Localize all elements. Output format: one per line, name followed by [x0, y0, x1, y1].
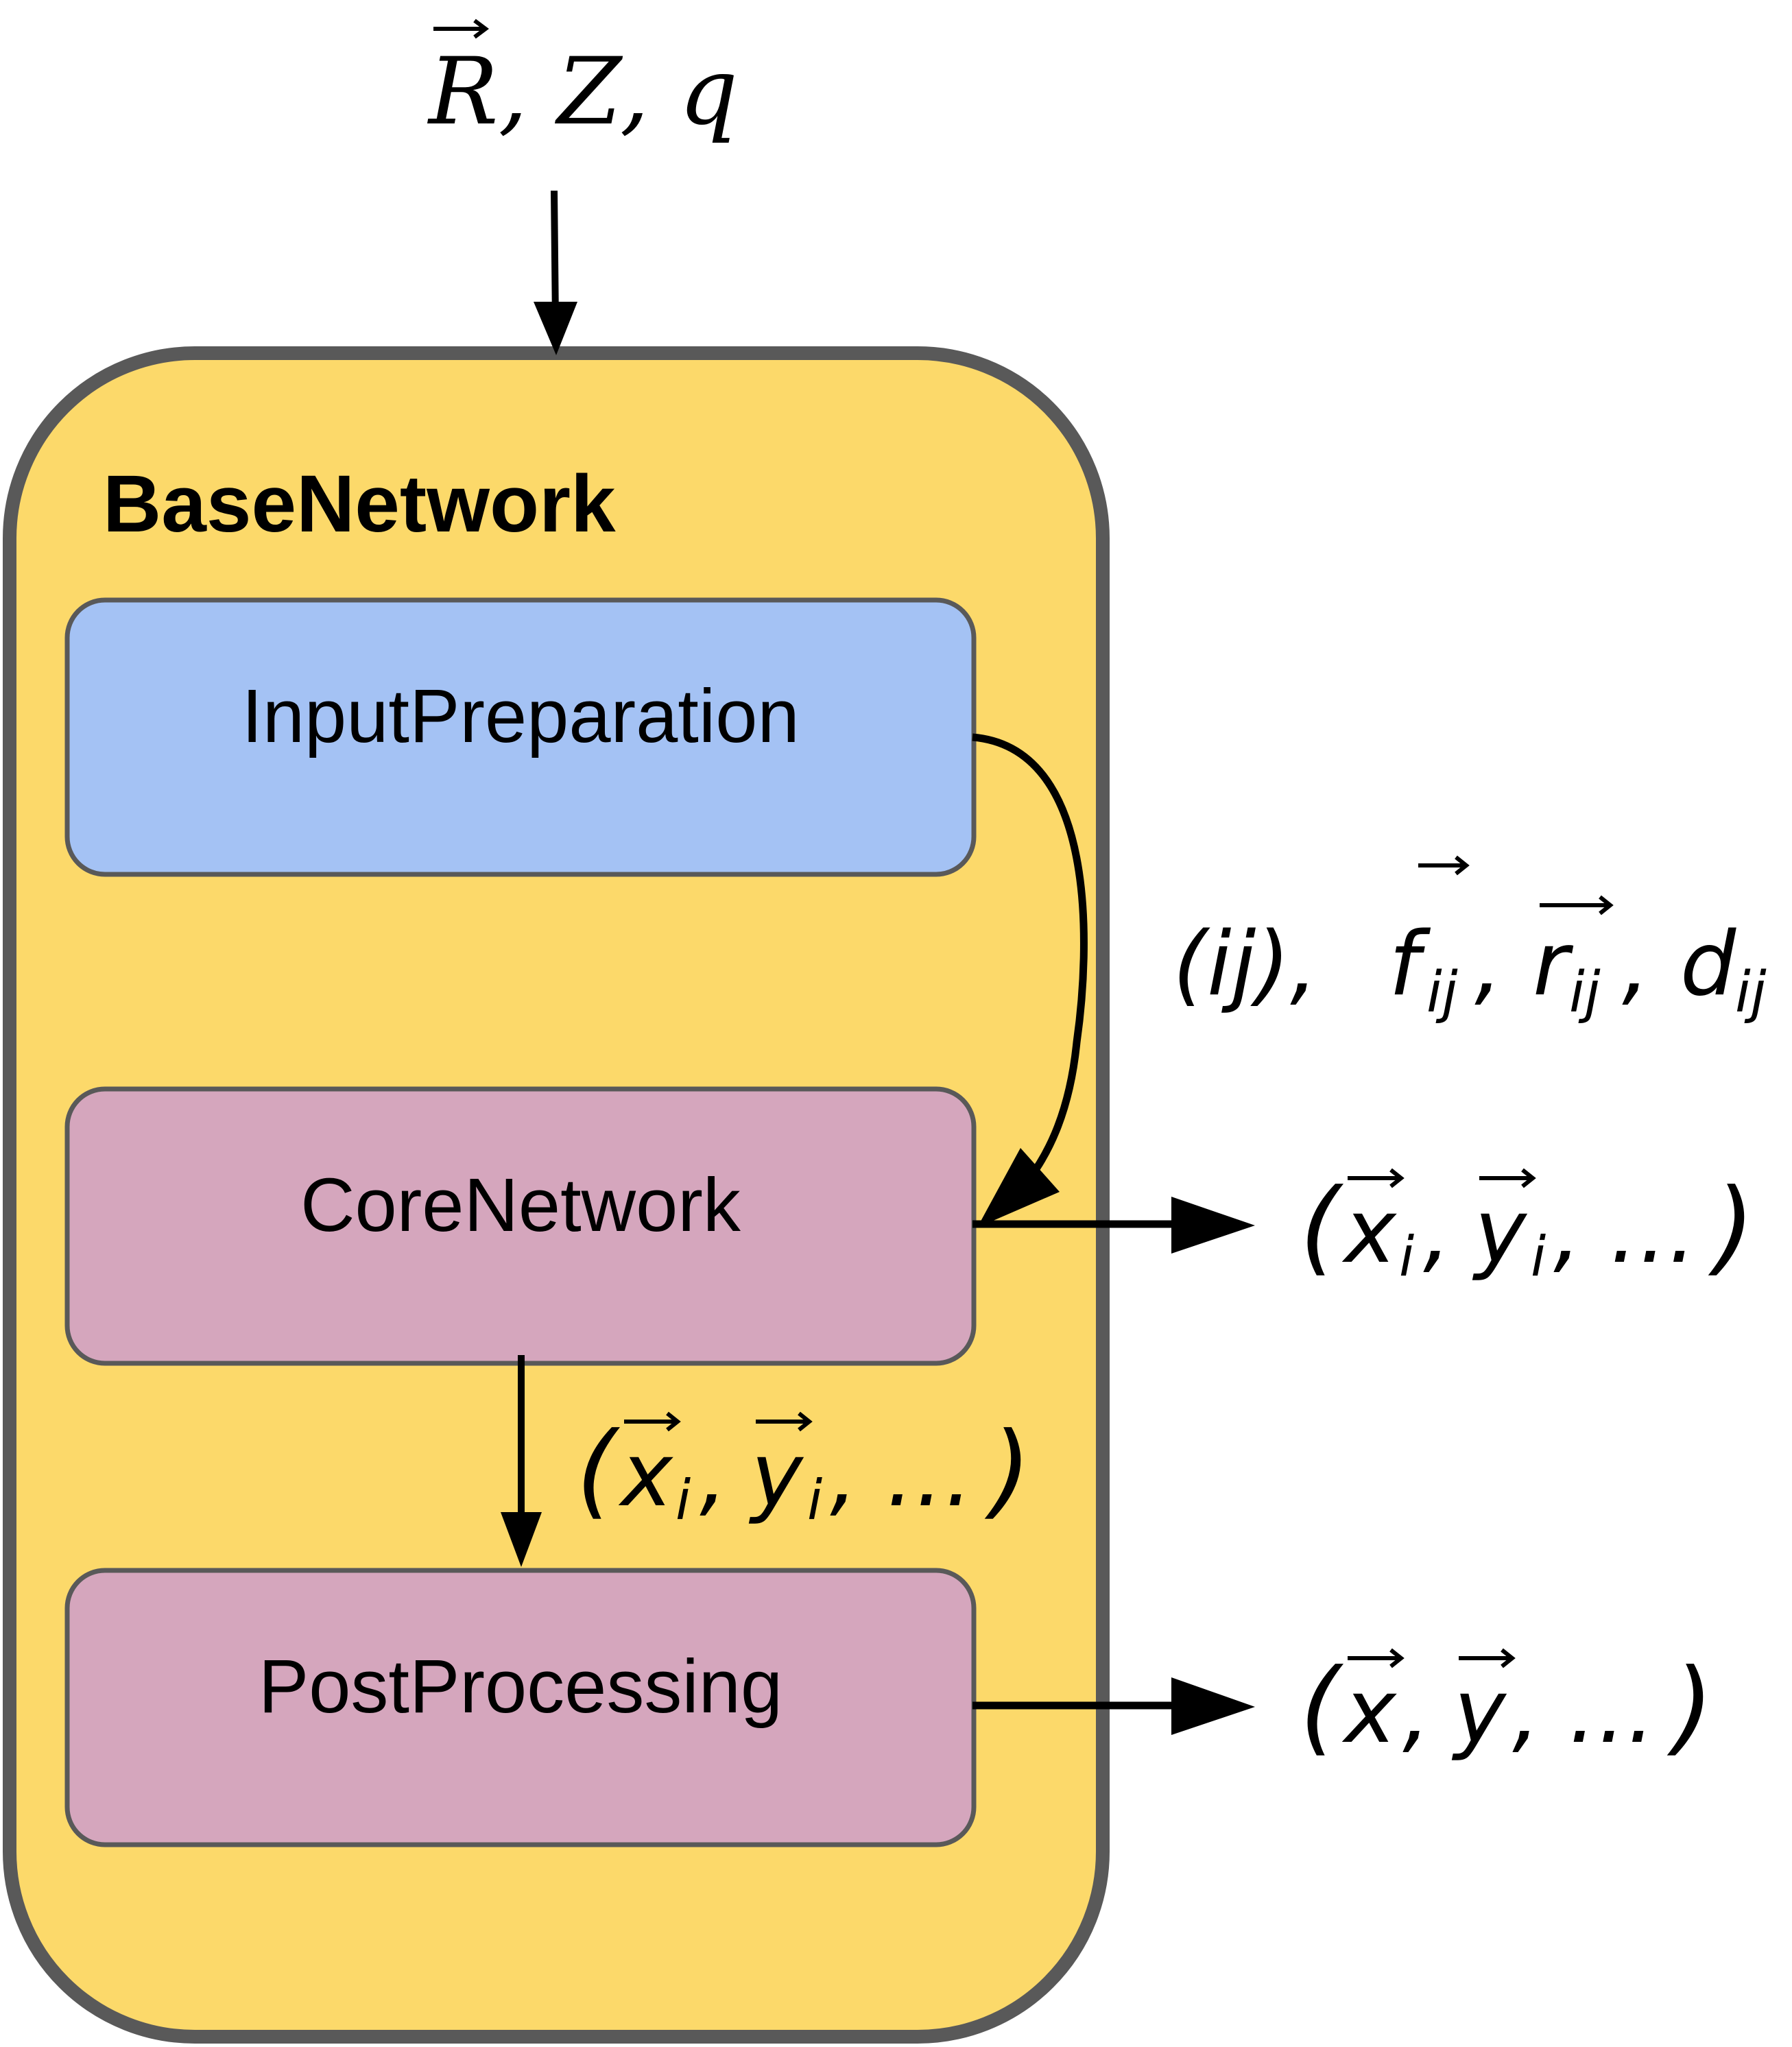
svg-text:R, Z, q: R, Z, q — [427, 38, 738, 145]
svg-text:(: ( — [1300, 1647, 1344, 1767]
svg-text:x: x — [1341, 1661, 1397, 1763]
svg-text:,: , — [1423, 1181, 1451, 1283]
core-to-post-label: ( x i , y i , … ) — [576, 1411, 1031, 1532]
core-output-arrowhead — [1171, 1197, 1255, 1254]
svg-text:,: , — [1622, 913, 1650, 1016]
svg-text:): ) — [1666, 1647, 1714, 1767]
input-label: R, Z, q — [427, 19, 738, 145]
svg-text:,: , — [1474, 913, 1503, 1016]
svg-text:i: i — [807, 1468, 822, 1532]
vector-arrow-icon — [433, 19, 489, 39]
post-output-label: ( x , y , … ) — [1300, 1647, 1714, 1767]
curved-arrowhead — [977, 1148, 1060, 1228]
svg-text:y: y — [748, 1424, 804, 1527]
input-arrow — [551, 190, 559, 323]
input-preparation-label: InputPreparation — [241, 674, 799, 758]
svg-text:x: x — [1341, 1181, 1397, 1283]
core-output-label: ( x i , y i , … ) — [1300, 1167, 1755, 1289]
svg-text:i: i — [676, 1468, 691, 1532]
svg-text:d: d — [1680, 913, 1736, 1016]
basenetwork-title: BaseNetwork — [103, 459, 616, 549]
svg-text:(ij),: (ij), — [1173, 913, 1318, 1016]
svg-text:, …: , … — [1512, 1661, 1656, 1763]
curved-arrow-input-to-core — [972, 733, 1088, 1182]
svg-text:(: ( — [1300, 1167, 1344, 1286]
svg-text:y: y — [1451, 1661, 1507, 1763]
svg-text:y: y — [1472, 1181, 1528, 1283]
svg-text:f: f — [1389, 913, 1431, 1016]
svg-text:, …: , … — [830, 1424, 973, 1527]
svg-text:r: r — [1533, 913, 1574, 1016]
svg-text:(: ( — [576, 1411, 621, 1530]
svg-text:x: x — [618, 1424, 673, 1527]
svg-text:ij: ij — [1569, 960, 1601, 1025]
svg-text:,: , — [1402, 1661, 1431, 1763]
core-to-post-arrowhead — [501, 1512, 542, 1567]
svg-text:): ) — [1708, 1167, 1755, 1286]
pair-features-label: (ij), f ij , r ij , d ij — [1173, 855, 1767, 1025]
post-processing-label: PostProcessing — [259, 1644, 782, 1729]
svg-text:ij: ij — [1426, 960, 1458, 1025]
svg-text:,: , — [700, 1424, 728, 1527]
svg-text:): ) — [984, 1411, 1031, 1530]
svg-text:, …: , … — [1553, 1181, 1697, 1283]
svg-text:ij: ij — [1735, 960, 1767, 1025]
input-arrowhead — [534, 302, 577, 355]
post-output-arrowhead — [1171, 1677, 1255, 1735]
svg-text:i: i — [1399, 1225, 1414, 1289]
core-network-label: CoreNetwork — [300, 1163, 741, 1247]
svg-text:i: i — [1531, 1225, 1546, 1289]
